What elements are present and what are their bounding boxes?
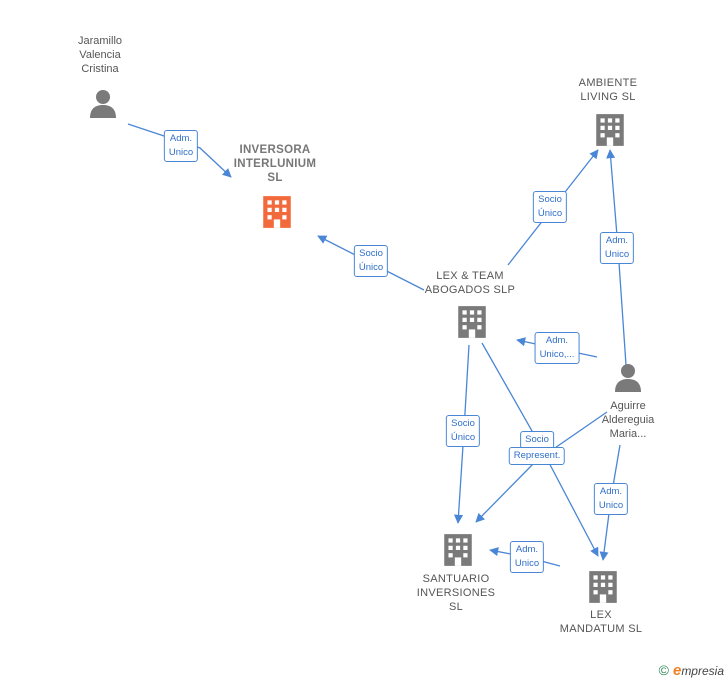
edge-label-line: Adm.: [515, 544, 539, 555]
edge-aguirre-to-santuario: [475, 411, 608, 523]
node-label-inversora[interactable]: INVERSORA INTERLUNIUM SL: [234, 143, 317, 185]
node-label-line: Aldereguia: [601, 414, 655, 426]
edge-label-line: Unico: [604, 249, 630, 260]
person-icon[interactable]: [90, 90, 116, 118]
edge-label-line: Unico,...: [539, 349, 575, 360]
edge-label-line: Unico: [598, 500, 624, 511]
node-label-lexteam[interactable]: LEX & TEAM ABOGADOS SLP: [425, 269, 515, 297]
edge-label-aguirre-to-santuario[interactable]: Represent.: [508, 447, 566, 465]
node-label-line: LEX & TEAM: [436, 270, 504, 282]
node-label-line: Aguirre: [610, 400, 646, 412]
edge-label-aguirre-to-lexmandatum[interactable]: Adm. Unico: [593, 483, 629, 515]
building-icon[interactable]: [596, 114, 624, 146]
edge-label-line: Unico: [514, 558, 540, 569]
node-label-line: Maria...: [609, 428, 647, 440]
edge-label-aguirre-to-lexteam[interactable]: Adm. Unico,...: [534, 332, 580, 364]
node-label-line: LIVING SL: [580, 91, 636, 103]
copyright-icon: ©: [658, 662, 669, 678]
node-label-line: SL: [448, 601, 464, 613]
edge-label-jaramillo-to-inversora[interactable]: Adm. Unico: [163, 130, 199, 162]
building-icon[interactable]: [444, 534, 472, 566]
node-label-line: SL: [267, 172, 283, 184]
edge-label-line: Adm.: [605, 235, 629, 246]
node-label-line: INVERSIONES: [416, 587, 496, 599]
edge-label-lexmandatum-to-santuario[interactable]: Adm. Unico: [509, 541, 545, 573]
edge-label-line: Adm.: [545, 335, 569, 346]
edge-label-line: Único: [450, 432, 476, 443]
edge-label-line: Represent.: [513, 450, 561, 461]
edge-label-line: Adm.: [169, 133, 193, 144]
node-label-line: INVERSORA: [239, 144, 311, 156]
node-label-ambiente[interactable]: AMBIENTE LIVING SL: [579, 76, 638, 104]
node-label-santuario[interactable]: SANTUARIO INVERSIONES SL: [417, 572, 496, 614]
node-label-line: Cristina: [81, 63, 119, 75]
building-icon[interactable]: [458, 306, 486, 338]
node-label-line: MANDATUM SL: [559, 623, 643, 635]
edge-label-line: Unico: [168, 147, 194, 158]
node-label-line: AMBIENTE: [578, 77, 638, 89]
node-label-line: INTERLUNIUM: [233, 158, 317, 170]
edge-label-line: Socio: [525, 434, 549, 445]
edge-label-line: Socio: [538, 194, 562, 205]
footer-brand: ©empresia: [659, 662, 724, 679]
edge-label-line: Único: [358, 262, 384, 273]
node-label-line: Jaramillo: [77, 35, 123, 47]
edge-label-line: Único: [537, 208, 563, 219]
node-label-lexmandatum[interactable]: LEX MANDATUM SL: [560, 608, 643, 636]
edge-label-aguirre-to-ambiente[interactable]: Adm. Unico: [599, 232, 635, 264]
node-label-line: ABOGADOS SLP: [424, 284, 516, 296]
edge-label-line: Adm.: [599, 486, 623, 497]
edge-label-line: Socio: [451, 418, 475, 429]
edge-label-line: Socio: [359, 248, 383, 259]
building-icon[interactable]: [263, 196, 291, 228]
node-label-line: Valencia: [79, 49, 121, 61]
node-label-line: LEX: [590, 609, 612, 621]
building-icon[interactable]: [589, 571, 617, 603]
person-icon[interactable]: [615, 364, 641, 392]
edge-jaramillo-to-inversora: [127, 123, 232, 178]
brand-logo: empresia: [672, 662, 724, 679]
node-label-line: SANTUARIO: [422, 573, 490, 585]
